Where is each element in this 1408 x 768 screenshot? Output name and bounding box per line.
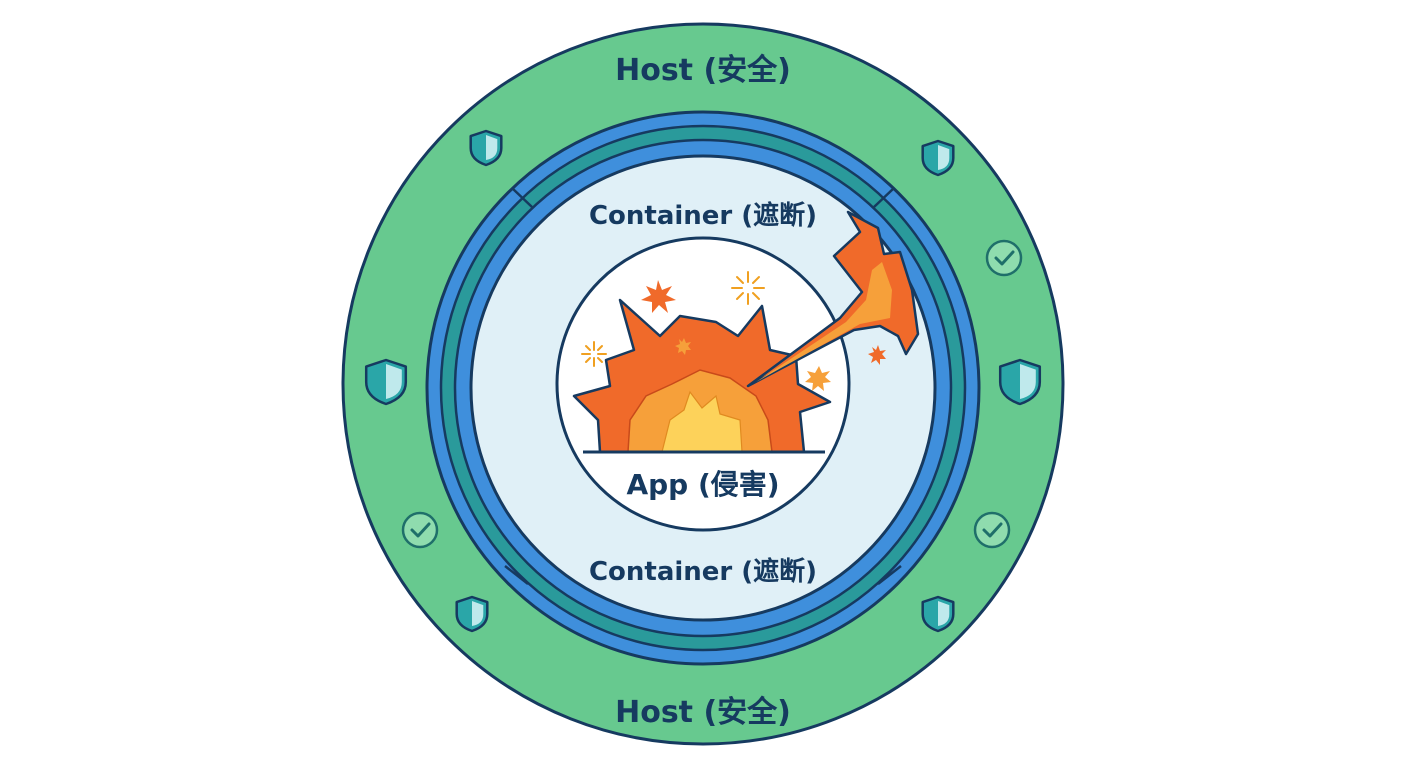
app-label: App (侵害) [626,468,779,501]
ring-joint [504,565,529,585]
explosion-icon [572,298,832,454]
shield-icon [921,595,955,633]
check-circle-icon [973,511,1011,549]
shield-icon [455,595,489,633]
host-label-bottom: Host (安全) [615,695,791,730]
breach-beam-core [756,262,892,382]
host-label-top: Host (安全) [615,53,791,88]
burst-icon [805,366,831,391]
check-circle-icon [401,511,439,549]
burst-icon [675,338,691,355]
spark-icon [731,271,765,305]
shield-icon [364,358,408,406]
burst-icon [641,280,676,313]
check-group [401,239,1023,549]
app-layer [555,210,920,532]
container-label-top: Container (遮断) [589,200,817,231]
shield-group [364,129,1042,633]
shield-icon [921,139,955,177]
check-circle-icon [985,239,1023,277]
shield-icon [998,358,1042,406]
burst-icon [868,345,886,365]
shield-icon [469,129,503,167]
breach-beam [746,210,920,388]
container-label-bottom: Container (遮断) [589,556,817,587]
ring-joint [873,187,895,208]
spark-icon [581,341,607,367]
ring-joint [511,187,533,208]
ring-joint [877,565,902,585]
